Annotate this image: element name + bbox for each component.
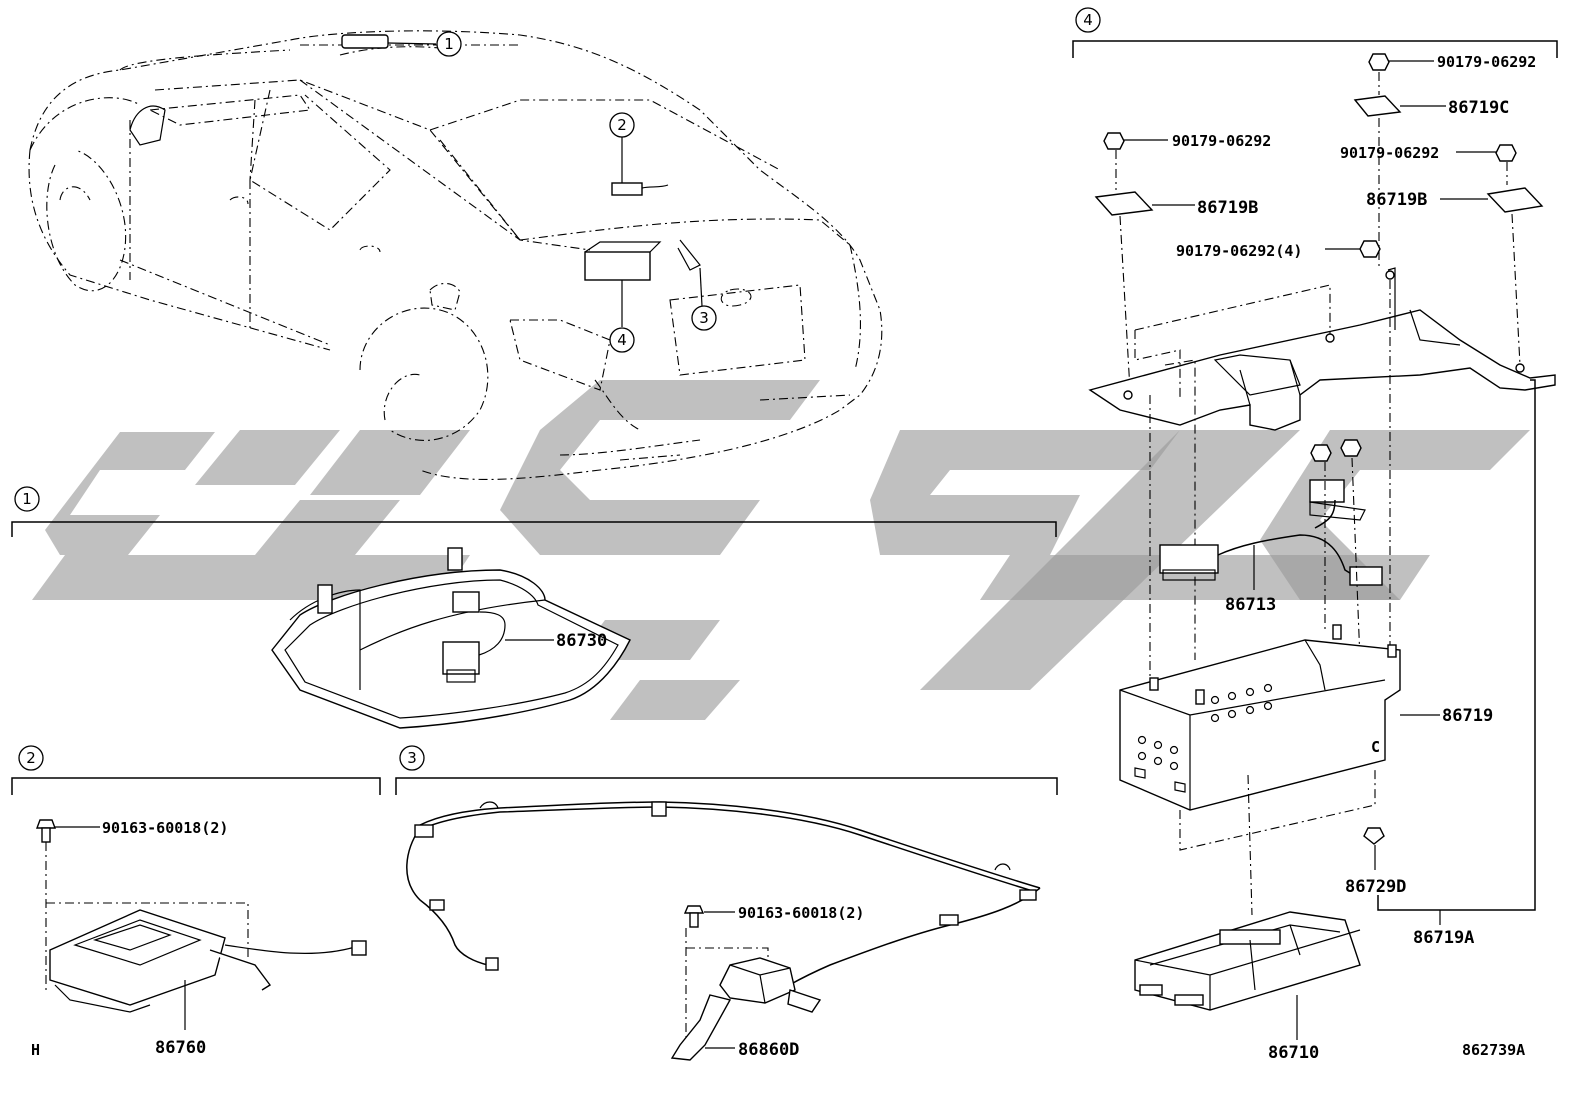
section-marker-3: 3 [407,749,417,767]
section-marker-1: 1 [22,490,32,508]
part-86713: 86713 [1225,595,1276,615]
section-marker-2: 2 [26,749,36,767]
part-90179-06292-b: 90179-06292 [1172,132,1271,150]
part-86860D: 86860D [738,1040,799,1060]
part-86719A: 86719A [1413,928,1474,948]
figure-code: 862739A [1462,1041,1525,1059]
part-90179-06292-a: 90179-06292 [1437,53,1536,71]
part-86719B-a: 86719B [1197,198,1258,218]
car-outline [28,30,883,480]
corner-mark-h: H [31,1041,40,1059]
part-86730: 86730 [556,631,607,651]
section-4: 4 90179-06292 86719C 90179-06292 86719B … [1072,7,1558,1063]
section-marker-4: 4 [1083,11,1093,29]
part-90179-06292-c: 90179-06292 [1340,144,1439,162]
part-86719: 86719 [1442,706,1493,726]
tray-holes [1137,683,1273,771]
callout-1: 1 [444,35,454,53]
part-90163-60018-a: 90163-60018(2) [102,819,228,837]
callout-2: 2 [617,116,627,134]
part-86719B-b: 86719B [1366,190,1427,210]
tray-c-mark: C [1371,738,1380,756]
watermark-logo [32,380,1530,720]
section-2: 2 90163-60018(2) 86760 H [11,745,381,1059]
callout-3: 3 [699,309,709,327]
part-86719C: 86719C [1448,98,1509,118]
callout-4: 4 [617,331,627,349]
section-3: 3 90163-60018(2) 86860D [395,745,1058,1061]
part-86710: 86710 [1268,1043,1319,1063]
part-90179-06292-4: 90179-06292(4) [1176,242,1302,260]
section-1: 1 86730 [11,486,1057,729]
part-86760: 86760 [155,1038,206,1058]
part-86729D: 86729D [1345,877,1406,897]
part-90163-60018-b: 90163-60018(2) [738,904,864,922]
car-callouts: 1 2 3 4 [387,31,717,353]
